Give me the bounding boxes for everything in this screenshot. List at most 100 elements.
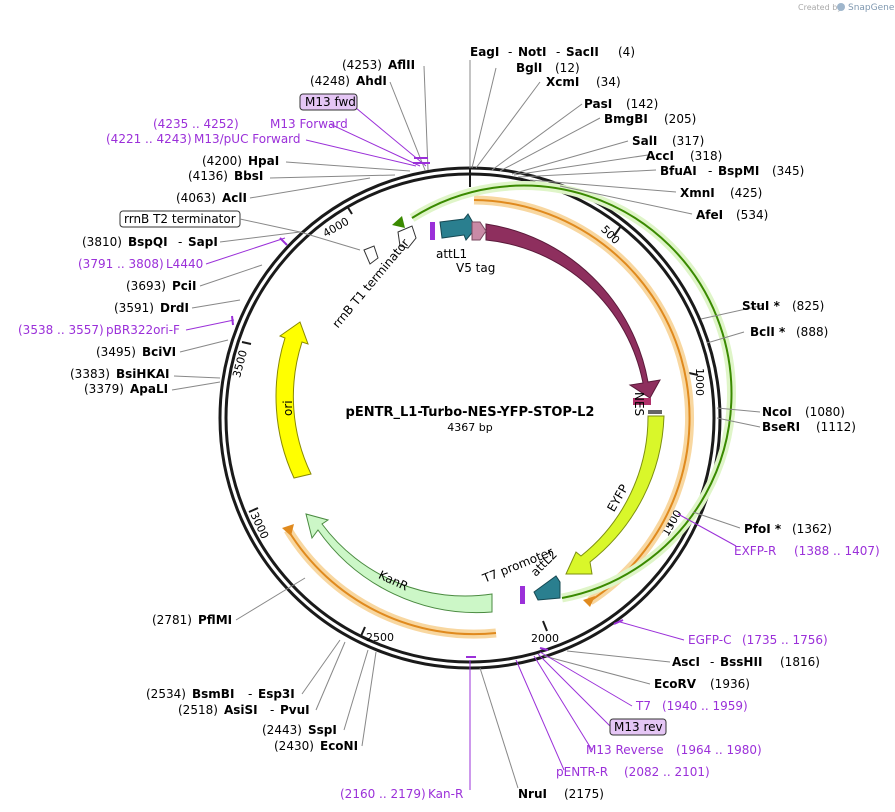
svg-text:(3538 .. 3557): (3538 .. 3557) [18, 323, 104, 337]
svg-text:(2175): (2175) [564, 787, 604, 801]
enzyme-bseri: BseRI [762, 420, 800, 434]
svg-text:M13 fwd: M13 fwd [305, 95, 356, 109]
svg-text:(2781): (2781) [152, 613, 192, 627]
svg-text:(3810): (3810) [82, 235, 122, 249]
svg-text:(4235 .. 4252): (4235 .. 4252) [153, 117, 239, 131]
enzyme-bfuai: BfuAI [660, 164, 697, 178]
primer-lines [185, 107, 737, 790]
enzyme-ecorv: EcoRV [654, 677, 697, 691]
enzyme-pfoi: PfoI * [744, 522, 782, 536]
feature-small-purple-2 [520, 586, 525, 604]
svg-text:(825): (825) [792, 299, 824, 313]
feature-kanr[interactable] [305, 513, 493, 614]
enzyme-stui: StuI * [742, 299, 781, 313]
svg-text:(4253): (4253) [342, 58, 382, 72]
svg-text:(3791 .. 3808): (3791 .. 3808) [78, 257, 164, 271]
enzyme-bsihkai: BsiHKAI [116, 367, 170, 381]
svg-text:M13/pUC Forward: M13/pUC Forward [194, 132, 301, 146]
svg-text:(425): (425) [730, 186, 762, 200]
feature-attl2[interactable] [533, 575, 561, 601]
feature-eyfp[interactable] [565, 415, 665, 575]
primer-box-m13-fwd [299, 93, 358, 111]
watermark-text: Created by [798, 3, 842, 12]
snapgene-logo: SnapGene [837, 3, 895, 13]
svg-text:EGFP-C: EGFP-C [688, 633, 731, 647]
feature-label-v5-tag: V5 tag [456, 261, 495, 275]
enzyme-eagi: EagI [470, 45, 499, 59]
svg-text:(1080): (1080) [805, 405, 845, 419]
svg-text:(3495): (3495) [96, 345, 136, 359]
svg-text:(4221 .. 4243): (4221 .. 4243) [106, 132, 192, 146]
tick-2000: 2000 [531, 632, 559, 645]
svg-text:-: - [710, 655, 714, 669]
svg-text:-: - [178, 235, 182, 249]
enzyme-sapi: SapI [188, 235, 218, 249]
enzyme-econi: EcoNI [320, 739, 358, 753]
feature-label-nes: NES [632, 392, 646, 416]
svg-text:(3591): (3591) [114, 301, 154, 315]
svg-text:-: - [270, 703, 274, 717]
tick-2500: 2500 [366, 631, 394, 644]
enzyme-bcivi: BciVI [142, 345, 176, 359]
svg-text:-: - [708, 164, 712, 178]
enzyme-aflii: AflII [388, 58, 415, 72]
svg-text:rrnB T2 terminator: rrnB T2 terminator [124, 212, 236, 226]
feature-ori[interactable] [275, 321, 312, 479]
enzyme-lines-left [171, 65, 429, 747]
svg-text:(345): (345) [772, 164, 804, 178]
svg-text:(4136): (4136) [188, 169, 228, 183]
labels-left: (4253) AflII (4248) AhdI (4200) HpaI (41… [70, 58, 415, 753]
svg-text:-: - [508, 45, 512, 59]
svg-text:(142): (142) [626, 97, 658, 111]
feature-attl1[interactable] [439, 213, 477, 241]
plasmid-size: 4367 bp [447, 421, 492, 434]
svg-text:pBR322ori-F: pBR322ori-F [106, 323, 180, 337]
enzyme-apali: ApaLI [130, 382, 168, 396]
enzyme-bsshii: BssHII [720, 655, 762, 669]
svg-text:(1735 .. 1756): (1735 .. 1756) [742, 633, 828, 647]
feature-nes[interactable] [633, 398, 651, 405]
enzyme-pcii: PciI [172, 279, 197, 293]
enzyme-afei: AfeI [696, 208, 723, 222]
feature-label-rrnb-t2-box: rrnB T2 terminator [119, 210, 361, 251]
enzyme-lines-right [469, 60, 765, 789]
enzyme-hpai: HpaI [248, 154, 279, 168]
feature-small-purple [430, 222, 435, 240]
svg-text:pENTR-R: pENTR-R [556, 765, 608, 779]
svg-text:(534): (534) [736, 208, 768, 222]
enzyme-bbsi: BbsI [234, 169, 263, 183]
enzyme-bgli: BglI [516, 61, 542, 75]
feature-turboid[interactable] [485, 223, 661, 399]
svg-text:T7: T7 [635, 699, 651, 713]
tick-3500: 3500 [230, 349, 250, 379]
svg-text:(205): (205) [664, 112, 696, 126]
tick-4000: 4000 [321, 215, 352, 240]
enzyme-sspi: SspI [308, 723, 337, 737]
enzyme-pvui: PvuI [280, 703, 310, 717]
green-arc-head [392, 216, 405, 228]
svg-text:(3383): (3383) [70, 367, 110, 381]
green-arc-line [411, 184, 733, 599]
svg-text:(4200): (4200) [202, 154, 242, 168]
svg-text:L4440: L4440 [166, 257, 203, 271]
svg-text:(1816): (1816) [780, 655, 820, 669]
enzyme-acli: AclI [222, 191, 247, 205]
feature-v5-tag[interactable] [471, 221, 487, 241]
svg-text:Kan-R: Kan-R [428, 787, 463, 801]
svg-text:(1964 .. 1980): (1964 .. 1980) [676, 743, 762, 757]
labels-primers: M13 fwd (4235 .. 4252) M13 Forward (4221… [18, 93, 880, 801]
svg-text:(2160 .. 2179): (2160 .. 2179) [340, 787, 426, 801]
feature-rrnb-t2-glyph [363, 245, 379, 265]
svg-text:(1936): (1936) [710, 677, 750, 691]
enzyme-xmni: XmnI [680, 186, 715, 200]
svg-text:(2443): (2443) [262, 723, 302, 737]
orange-arc-lower-line [287, 529, 497, 636]
enzyme-pasi: PasI [584, 97, 612, 111]
svg-text:(3379): (3379) [84, 382, 124, 396]
orange-arc-line [473, 199, 691, 602]
svg-text:-: - [556, 45, 560, 59]
enzyme-asci: AscI [672, 655, 700, 669]
svg-text:(12): (12) [555, 61, 580, 75]
enzyme-drdi: DrdI [160, 301, 189, 315]
feature-label-attl1: attL1 [436, 247, 467, 261]
